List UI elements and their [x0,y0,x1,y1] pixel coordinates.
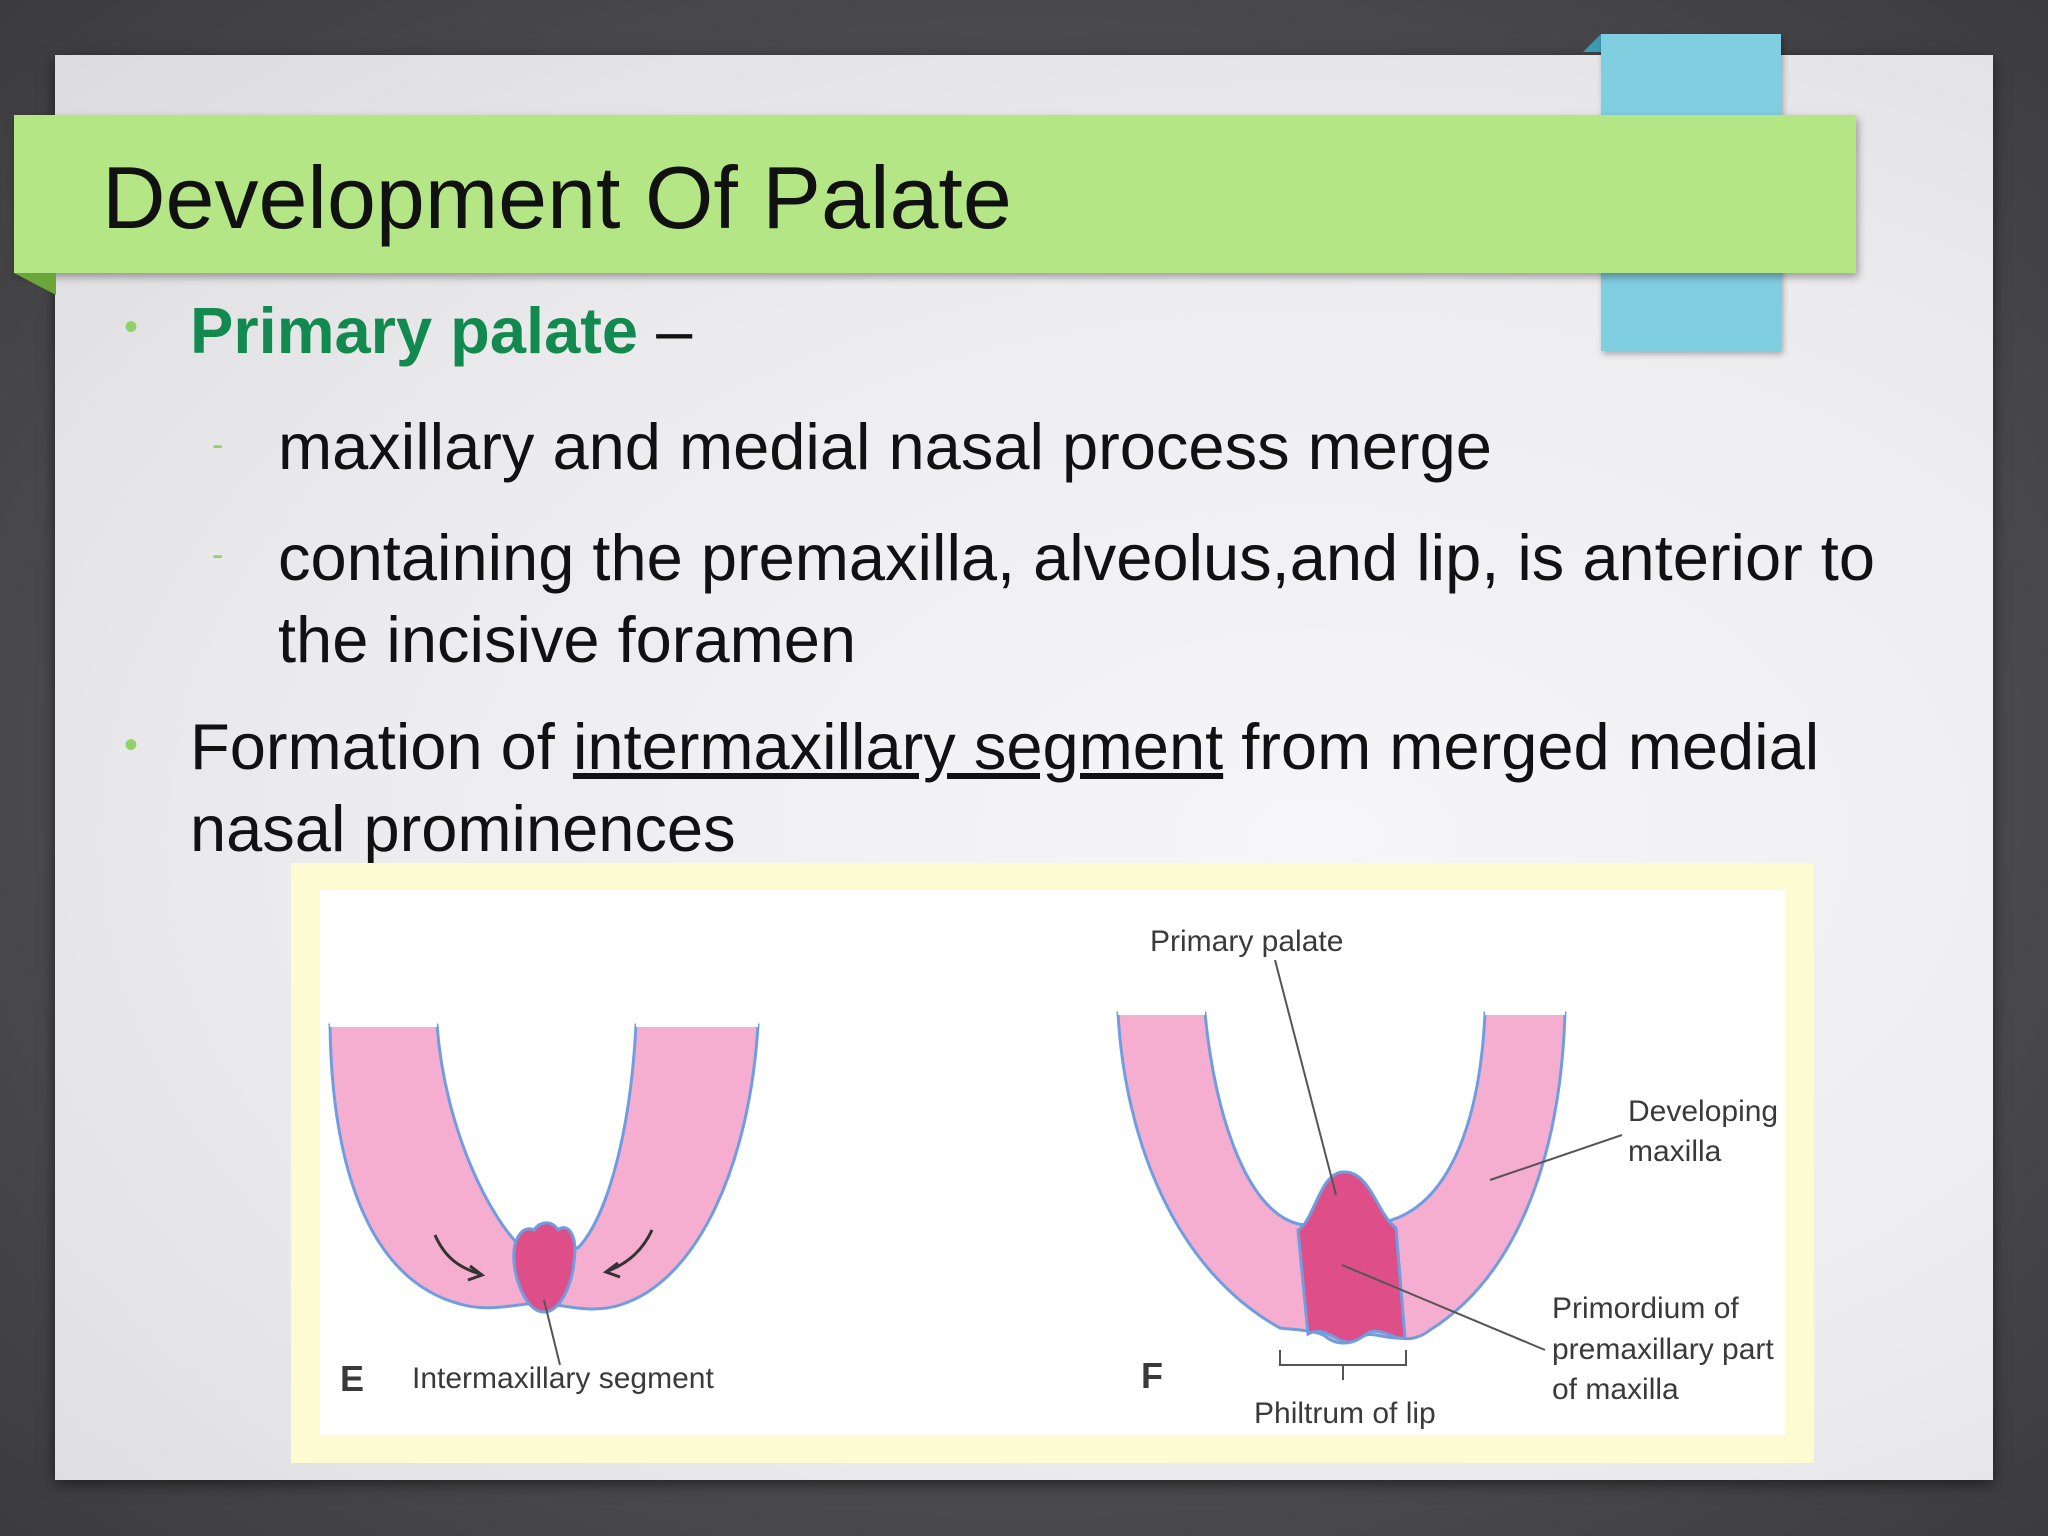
panel-e-drawing [328,1023,760,1366]
primordium-label-line3: of maxilla [1552,1373,1679,1406]
panel-f-letter: F [1141,1355,1163,1396]
primary-palate-label: Primary palate [1150,925,1344,958]
sub-bullet-text-line2: the incisive foramen [278,603,857,676]
bullet-text-suffix: from merged medial [1223,710,1820,783]
palate-diagram [328,959,1623,1380]
right-arrow [607,1229,654,1273]
slide-title: Development Of Palate [102,148,1012,247]
title-banner-fold [14,273,56,295]
accent-tab-fold [1583,34,1601,52]
philtrum-label: Philtrum of lip [1254,1397,1436,1430]
panel-f-premaxilla [1296,1170,1407,1344]
sub-bullet-text: maxillary and medial nasal process merge [278,410,1492,483]
intermaxillary-segment-term: intermaxillary segment [572,710,1224,783]
panel-e-letter: E [340,1358,365,1399]
developing-maxilla-label-line1: Developing [1628,1095,1779,1128]
bullet-primary-palate: Primary palate – [190,290,692,372]
bullet-dot: • [124,305,139,349]
panel-e-intermaxillary-segment [512,1221,577,1314]
sub-bullet-dash: - [212,536,224,574]
developing-maxilla-label-line2: maxilla [1628,1135,1722,1168]
sub-bullet-dash: - [212,426,224,464]
title-banner [14,115,1856,273]
primordium-label-line1: Primordium of [1552,1292,1739,1325]
left-arrow [433,1234,481,1276]
panel-f-drawing [1116,959,1623,1380]
intermaxillary-segment-label: Intermaxillary segment [412,1362,714,1395]
bullet-dot: • [124,723,139,767]
bullet-text-prefix: Formation of [190,710,573,783]
sub-bullet-text: containing the premaxilla, alveolus,and … [278,521,1876,594]
primary-palate-dash: – [638,294,693,367]
primary-palate-label: Primary palate [190,294,639,367]
bullet-intermaxillary: Formation of intermaxillary segment from… [190,706,1819,788]
primordium-label-line2: premaxillary part [1552,1333,1774,1366]
bullet-text-line2: nasal prominences [190,792,736,865]
